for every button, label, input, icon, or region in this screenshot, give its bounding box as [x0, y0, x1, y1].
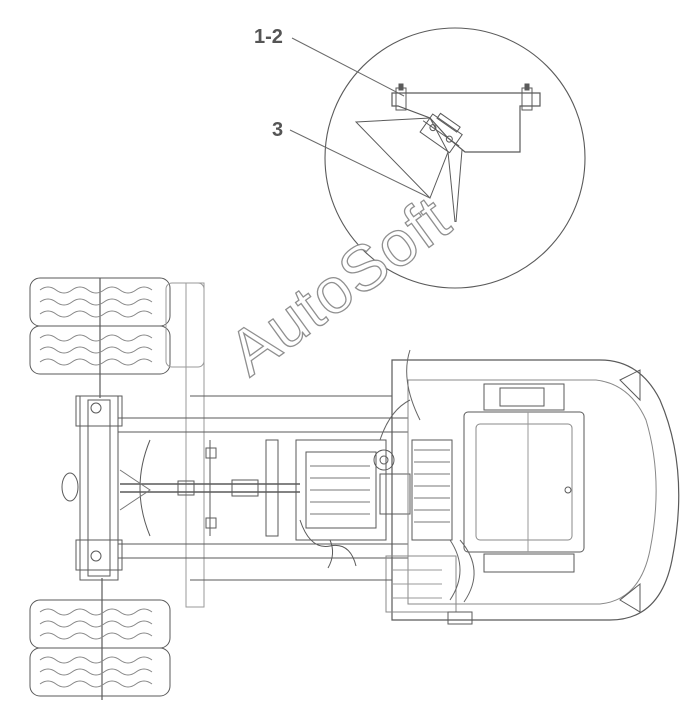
hoses — [379, 349, 475, 603]
engine-block — [295, 439, 453, 569]
drive-shaft — [119, 469, 300, 511]
front-wheel-lower — [29, 578, 171, 700]
machine-body — [29, 277, 680, 700]
callout-label-1-2: 1-2 — [254, 26, 283, 48]
front-wheel-upper — [29, 277, 205, 608]
detail-circle — [324, 27, 586, 289]
detail-bracket — [391, 92, 541, 153]
leader-1-2 — [291, 37, 405, 97]
leader-3 — [289, 129, 431, 199]
cab — [385, 359, 680, 625]
leader-lines — [289, 37, 431, 199]
detail-view — [324, 27, 586, 289]
detail-fitting — [419, 112, 463, 154]
callout-label-3: 3 — [272, 119, 284, 141]
chassis-frame — [117, 417, 409, 559]
